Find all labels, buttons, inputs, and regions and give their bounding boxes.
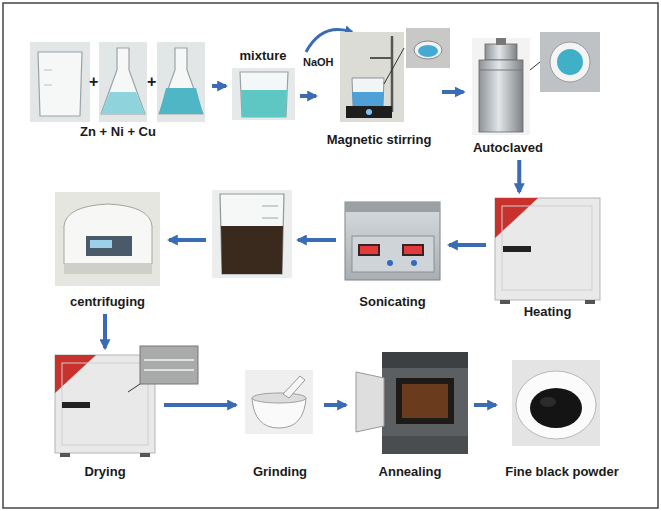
flow-arrow (212, 86, 226, 87)
flow-arrow (169, 240, 336, 241)
arrow-segment (442, 90, 464, 94)
furnace-photo (356, 352, 468, 454)
mixture-photo (232, 68, 295, 120)
flow-arrow (324, 405, 346, 406)
powder-photo (512, 360, 600, 446)
step-node: Magnetic stirring (320, 30, 438, 148)
plus-sign: + (89, 73, 98, 91)
autoclave-photo (472, 32, 600, 135)
plus-sign: + (147, 73, 156, 91)
stirrer-photo (340, 28, 450, 122)
label-holder: NaOH (303, 56, 334, 68)
step-node: Annealing (350, 350, 470, 480)
flow-arrow (449, 245, 486, 246)
figure-frame (3, 3, 658, 508)
flow-arrow (519, 160, 520, 192)
flow-arrow (105, 314, 106, 348)
reagent-label: NaOH (303, 56, 334, 68)
step-label: centrifuging (68, 294, 147, 310)
step-label: Drying (82, 464, 127, 480)
suspension-beaker (212, 190, 292, 278)
step-label: Grinding (251, 464, 309, 480)
step-label: Zn + Ni + Cu (78, 124, 158, 140)
arrow-segment (517, 160, 521, 192)
step-node: Heating (490, 196, 605, 320)
arrow-segment (324, 403, 346, 407)
flow-arrow (442, 92, 464, 93)
flow-arrow (300, 96, 316, 97)
label-holder: + (147, 73, 156, 91)
sonicator-photo (345, 202, 440, 280)
label-holder: + (89, 73, 98, 91)
step-node: Zn + Ni + Cu (28, 40, 208, 140)
arrow-segment (103, 314, 107, 348)
flow-arrow (474, 405, 496, 406)
arrow-segment (169, 238, 206, 242)
step-label: Heating (522, 304, 574, 320)
step-label: Sonicating (357, 294, 427, 310)
step-node: mixture (230, 48, 296, 122)
step-label: Annealing (377, 464, 444, 480)
step-label: mixture (238, 48, 289, 64)
arrow-segment (212, 84, 226, 88)
step-node: Grinding (240, 368, 320, 480)
flow-arrow (164, 405, 236, 406)
step-node: Fine black powder (500, 356, 624, 480)
step-node: Drying (50, 352, 160, 480)
arrow-segment (474, 403, 496, 407)
glassware-photo (30, 42, 205, 122)
arrow-segment (298, 238, 336, 242)
step-label: Autoclaved (471, 140, 545, 156)
step-label: Magnetic stirring (325, 132, 434, 148)
step-node: Sonicating (340, 198, 445, 310)
centrifuge-photo (55, 192, 160, 286)
oven-photo (495, 198, 600, 304)
arrow-segment (449, 243, 486, 247)
step-node: centrifuging (50, 190, 165, 310)
arrow-segment (164, 403, 236, 407)
mortar-photo (245, 370, 313, 434)
oven-photo (55, 346, 198, 457)
arrow-segment (300, 94, 316, 98)
step-label: Fine black powder (503, 464, 620, 480)
step-node: Autoclaved (468, 36, 549, 156)
